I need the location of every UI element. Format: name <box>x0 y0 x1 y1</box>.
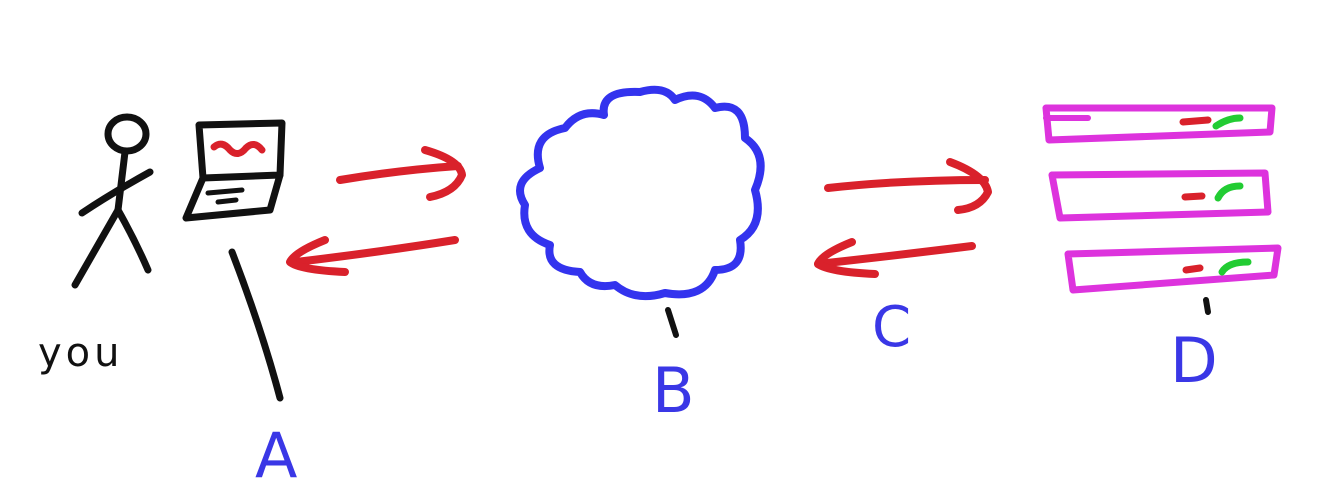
arrow-b-to-a <box>286 236 459 276</box>
pointer-line-b <box>665 307 679 338</box>
pointer-line-a <box>228 248 284 402</box>
label-c: C <box>872 295 912 360</box>
label-d: D <box>1170 324 1218 397</box>
label-b: B <box>652 354 695 427</box>
stick-figure-icon <box>71 113 154 289</box>
cloud-icon <box>516 85 765 301</box>
arrow-a-to-b <box>336 146 466 201</box>
server-unit <box>1048 169 1272 222</box>
laptop-icon <box>182 119 286 222</box>
label-a: A <box>255 419 298 492</box>
server-unit <box>1042 104 1276 144</box>
label-you: you <box>38 330 124 376</box>
server-unit <box>1064 244 1282 294</box>
arrow-d-to-b <box>814 238 976 278</box>
arrow-b-to-d <box>824 158 992 214</box>
pointer-line-d <box>1203 297 1211 315</box>
server-rack-icon <box>1042 104 1282 294</box>
